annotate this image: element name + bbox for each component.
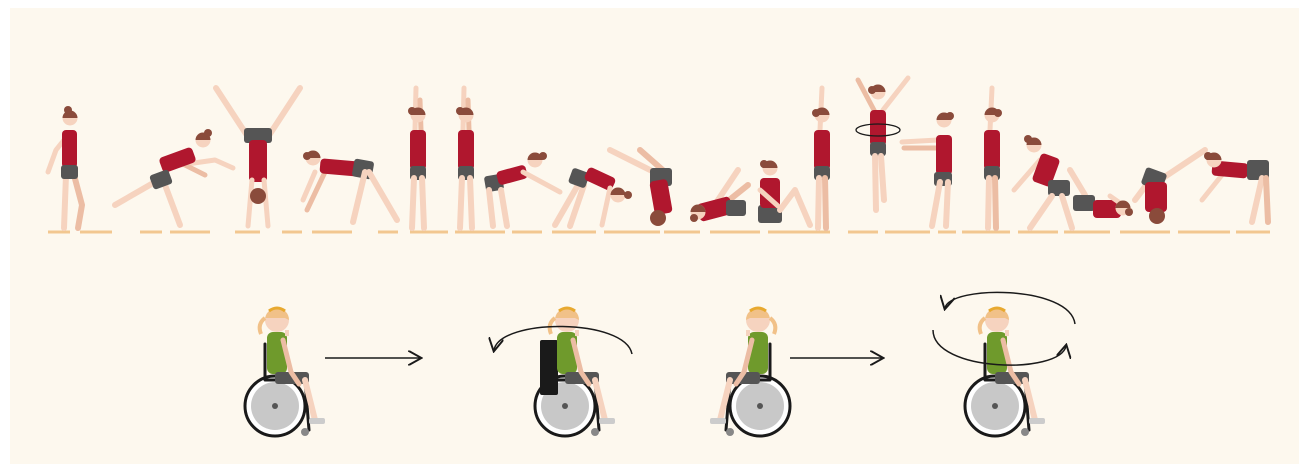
gymnast-bridge — [303, 151, 397, 223]
gymnast-crouch-reach — [484, 152, 560, 226]
wheelchair-user-roll-forward — [710, 308, 790, 436]
gymnast-stand-arms-up — [456, 88, 474, 228]
wheelchair-user-spin — [965, 308, 1045, 436]
gymnast-squat — [1014, 135, 1072, 228]
gymnast-stand-arms-forward — [902, 112, 954, 226]
gymnast-sitting — [758, 160, 810, 225]
gymnast-sequence — [48, 78, 1269, 228]
gymnast-standing — [48, 106, 82, 228]
arrow-spin-top — [945, 292, 1075, 324]
gymnast-stand-arms-up — [408, 88, 426, 228]
gymnast-stand-arms-up — [812, 88, 830, 228]
gymnast-tuck — [1070, 170, 1133, 218]
gymnast-jump-twist — [856, 78, 908, 210]
gymnast-stand-arms-up — [984, 88, 1002, 228]
gymnast-roll — [1135, 150, 1205, 224]
gymnast-handstand — [216, 88, 300, 226]
gymnast-roll — [690, 170, 748, 222]
wheelchair-user-roll-forward — [245, 308, 325, 436]
wheelchair-sequence — [245, 292, 1075, 436]
gymnast-bend — [555, 166, 632, 226]
gymnast-pike — [1202, 152, 1269, 222]
gymnast-cartwheel — [115, 129, 233, 225]
